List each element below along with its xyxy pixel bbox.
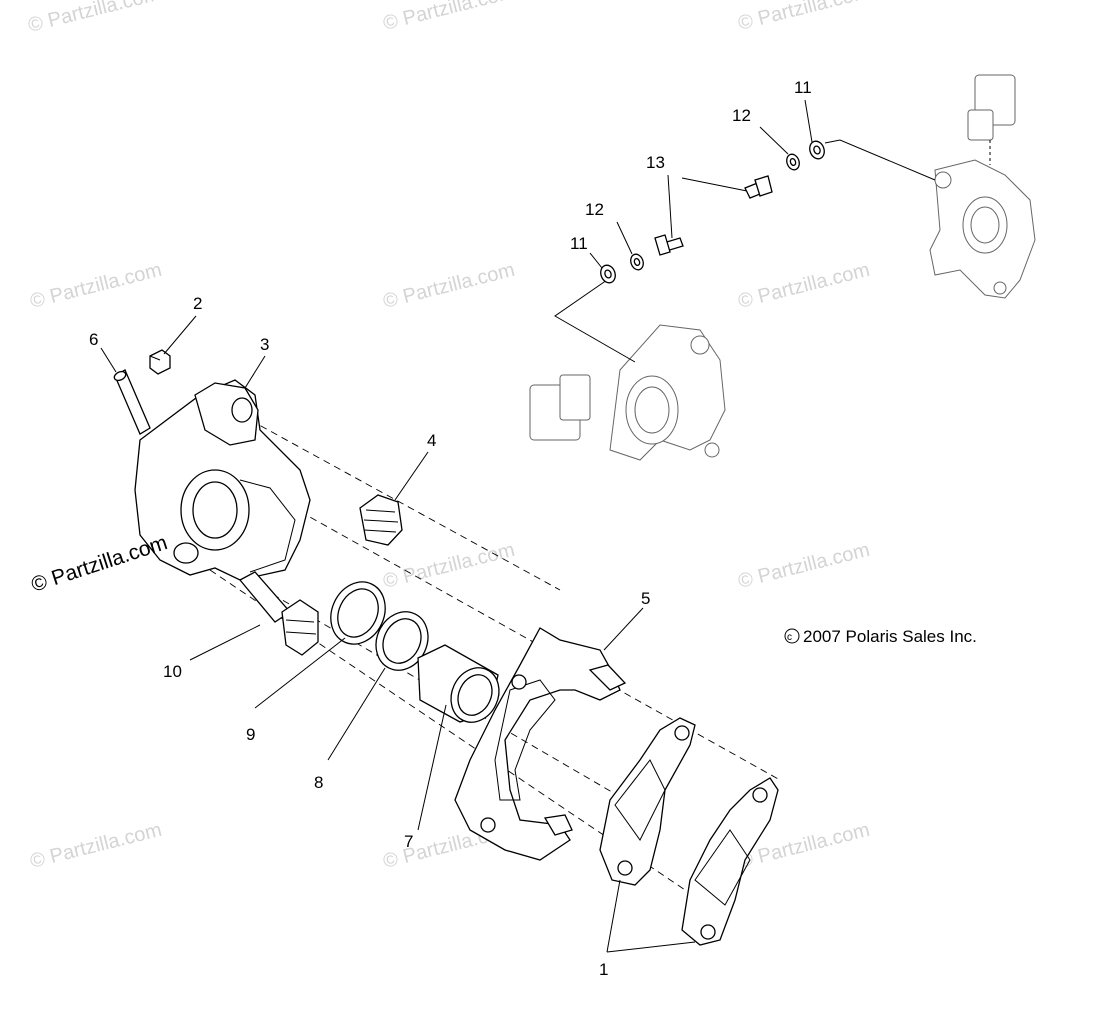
watermark: © Partzilla.com [381,539,517,593]
callout-3: 3 [260,335,269,354]
callout-5: 5 [641,589,650,608]
part-1-brake-pad-outer [681,777,779,946]
upper-caliper-assembly-reference [929,74,1036,299]
part-12-lock-washer-upper [786,153,800,171]
watermark: © Partzilla.com [736,539,872,593]
part-7-piston [417,644,500,723]
callout-labels: 1 2 3 4 5 6 7 8 9 10 11 11 12 12 13 [89,78,812,979]
part-11-washer [600,264,616,284]
leader-11a-to-caliper [554,279,636,363]
part-8-seal [375,611,429,671]
callout-1: 1 [599,960,608,979]
copyright-symbol: c [787,632,792,643]
callout-12-upper: 12 [732,106,751,125]
part-4-pin-boot [359,494,403,546]
leader-lines [100,99,813,953]
callout-2: 2 [193,294,202,313]
watermark: © Partzilla.com [381,259,517,313]
part-13-bolt [654,234,684,256]
part-9-seal [330,581,386,645]
watermark: © Partzilla.com [26,0,162,37]
part-5-caliper-bracket [454,627,627,861]
watermark: © Partzilla.com [736,259,872,313]
copyright-text: 2007 Polaris Sales Inc. [803,627,977,646]
callout-13: 13 [646,153,665,172]
bolt-axis-line [681,177,753,193]
part-13-bolt-upper [744,175,773,199]
callout-9: 9 [246,725,255,744]
part-11-washer-upper [809,140,825,160]
part-2-bleeder-cap [149,349,171,375]
callout-12-lower: 12 [585,200,604,219]
callout-11-lower: 11 [570,234,588,253]
callout-8: 8 [314,773,323,792]
watermark: © Partzilla.com [28,259,164,313]
middle-caliper-assembly-reference [529,324,726,461]
part-1-brake-pad-inner [599,717,696,886]
callout-4: 4 [427,431,436,450]
callout-7: 7 [404,832,413,851]
leader-11b-to-caliper [824,139,936,181]
watermark: © Partzilla.com [381,0,517,35]
callout-11-upper: 11 [794,78,812,97]
copyright-notice: c 2007 Polaris Sales Inc. [784,627,977,646]
watermark: © Partzilla.com [736,0,872,35]
callout-10: 10 [163,662,182,681]
part-10-slide-pin [238,571,319,656]
site-stamp: © Partzilla.com [28,531,170,597]
part-12-lock-washer [630,253,644,271]
part-3-caliper-body [134,379,311,581]
part-6-bleeder-screw [113,369,151,435]
watermark: © Partzilla.com [28,819,164,873]
callout-6: 6 [89,330,98,349]
